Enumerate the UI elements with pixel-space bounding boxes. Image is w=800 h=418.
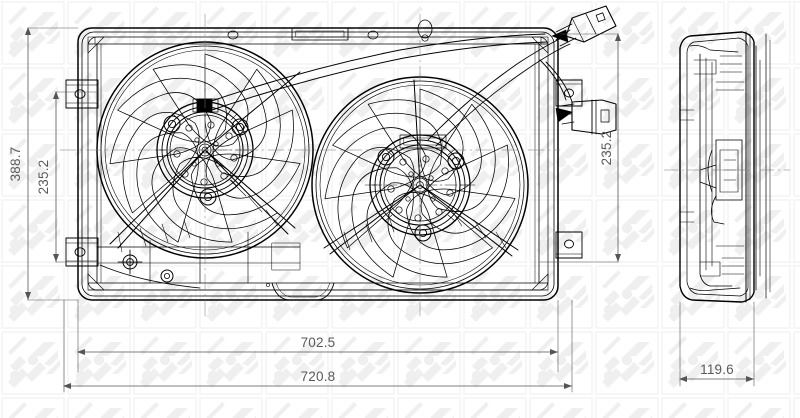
wiring-harness [99,33,573,289]
lower-left-mounting-bracket [65,237,99,267]
dim-overall-height: 388.7 [8,147,23,182]
dim-inner-width: 702.5 [301,335,336,350]
frame-mounting-holes [117,249,270,287]
dim-right-spacing: 235.2 [599,131,614,166]
upper-right-mounting-bracket [555,79,583,107]
side-section-view [663,31,791,303]
upper-electrical-connector [551,5,617,47]
lower-right-mounting-bracket [555,231,583,259]
right-fan-impeller [311,76,529,294]
dim-left-spacing: 235.2 [36,160,51,195]
left-motor-terminal [196,98,213,113]
center-lines [59,13,561,317]
lower-electrical-connector [555,99,617,135]
dim-overall-width: 720.8 [301,369,336,384]
dimension-lines [25,27,755,393]
upper-left-mounting-bracket [65,79,99,109]
dim-side-depth: 119.6 [700,362,734,377]
